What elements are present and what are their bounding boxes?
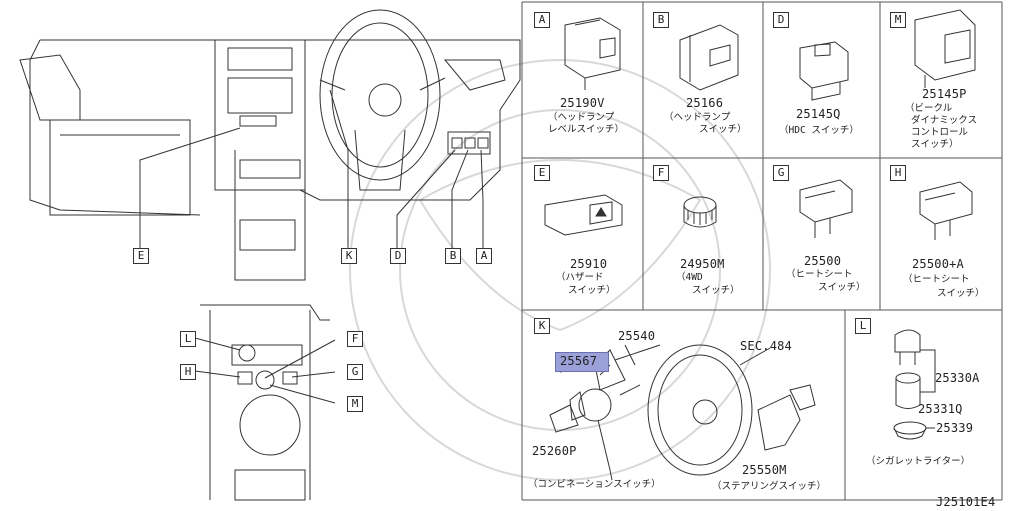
part-number-25550m[interactable]: 25550M bbox=[742, 463, 787, 477]
part-number-25330a[interactable]: 25330A bbox=[935, 371, 980, 385]
panel-letter-a: A bbox=[534, 12, 550, 28]
dashboard-drawing bbox=[19, 9, 521, 281]
sketch-cigarette-lighter bbox=[893, 329, 936, 440]
panel-grid bbox=[521, 1, 1003, 501]
panel-letter-k: K bbox=[534, 318, 550, 334]
caption-m-line3: コントロール bbox=[911, 127, 969, 138]
caption-b-line2: スイッチ） bbox=[699, 124, 747, 135]
diagram-id: J25101E4 bbox=[936, 495, 996, 509]
callout-box-b[interactable]: B bbox=[445, 248, 461, 264]
caption-steering-switch: （ステアリングスイッチ） bbox=[712, 481, 827, 492]
part-number-25910[interactable]: 25910 bbox=[570, 257, 608, 271]
sketch-25145Q bbox=[799, 41, 849, 101]
caption-f-line1: （4WD bbox=[676, 272, 703, 283]
panel-letter-b: B bbox=[653, 12, 669, 28]
caption-h-line2: スイッチ） bbox=[937, 288, 985, 299]
callout-box-g[interactable]: G bbox=[347, 364, 363, 380]
caption-g-line2: スイッチ） bbox=[818, 282, 866, 293]
sketch-25145P bbox=[914, 9, 976, 88]
callout-box-e[interactable]: E bbox=[133, 248, 149, 264]
panel-letter-f: F bbox=[653, 165, 669, 181]
sketch-25500 bbox=[799, 179, 853, 238]
callout-leaders-left bbox=[139, 89, 484, 248]
caption-f-line2: スイッチ） bbox=[692, 285, 740, 296]
sketch-25500A bbox=[919, 181, 973, 240]
part-number-25540[interactable]: 25540 bbox=[618, 329, 656, 343]
callout-box-f[interactable]: F bbox=[347, 331, 363, 347]
part-number-25145p[interactable]: 25145P bbox=[922, 87, 967, 101]
part-number-25260p[interactable]: 25260P bbox=[532, 444, 577, 458]
caption-m-line4: スイッチ） bbox=[911, 139, 959, 150]
caption-e-line2: スイッチ） bbox=[568, 285, 616, 296]
panel-letter-e: E bbox=[534, 165, 550, 181]
caption-combination-switch: （コンビネーションスイッチ） bbox=[528, 479, 661, 490]
callout-box-l[interactable]: L bbox=[180, 331, 196, 347]
panel-letter-h: H bbox=[890, 165, 906, 181]
watermark-emblem bbox=[349, 59, 771, 481]
callout-box-m[interactable]: M bbox=[347, 396, 363, 412]
caption-h-line1: （ヒートシート bbox=[903, 274, 970, 285]
callout-box-a[interactable]: A bbox=[476, 248, 492, 264]
caption-m-line1: （ビークル bbox=[905, 103, 953, 114]
console-drawing bbox=[194, 304, 336, 501]
caption-cigarette-lighter: （シガレットライター） bbox=[866, 456, 971, 467]
part-number-25567[interactable]: 25567 bbox=[560, 354, 598, 368]
caption-e-line1: （ハザード bbox=[556, 272, 604, 283]
part-number-25339[interactable]: 25339 bbox=[936, 421, 974, 435]
caption-b-line1: （ヘッドランプ bbox=[664, 112, 731, 123]
part-number-25500[interactable]: 25500 bbox=[804, 254, 842, 268]
callout-box-k[interactable]: K bbox=[341, 248, 357, 264]
caption-d-line1: （HDC スイッチ） bbox=[779, 125, 859, 136]
caption-m-line2: ダイナミックス bbox=[911, 115, 978, 126]
sketch-25190V bbox=[564, 17, 621, 90]
part-number-25190v[interactable]: 25190V bbox=[560, 96, 605, 110]
highlighted-part-box bbox=[555, 352, 609, 372]
part-number-24950m[interactable]: 24950M bbox=[680, 257, 725, 271]
caption-a-line2: レベルスイッチ） bbox=[548, 124, 625, 135]
sketch-24950M bbox=[683, 196, 717, 228]
panel-letter-g: G bbox=[773, 165, 789, 181]
part-number-25500-a[interactable]: 25500+A bbox=[912, 257, 964, 271]
sketch-25166 bbox=[679, 24, 739, 91]
callout-box-h[interactable]: H bbox=[180, 364, 196, 380]
caption-a-line1: （ヘッドランプ bbox=[548, 112, 615, 123]
part-number-25166[interactable]: 25166 bbox=[686, 96, 724, 110]
sketch-25910 bbox=[544, 194, 623, 236]
callout-box-d[interactable]: D bbox=[390, 248, 406, 264]
section-ref-sec484[interactable]: SEC.484 bbox=[740, 339, 792, 353]
sketch-steering-wheel bbox=[647, 344, 816, 476]
part-number-25145q[interactable]: 25145Q bbox=[796, 107, 841, 121]
panel-letter-l: L bbox=[855, 318, 871, 334]
panel-letter-m: M bbox=[890, 12, 906, 28]
caption-g-line1: （ヒートシート bbox=[786, 269, 853, 280]
panel-letter-d: D bbox=[773, 12, 789, 28]
part-number-25331q[interactable]: 25331Q bbox=[918, 402, 963, 416]
